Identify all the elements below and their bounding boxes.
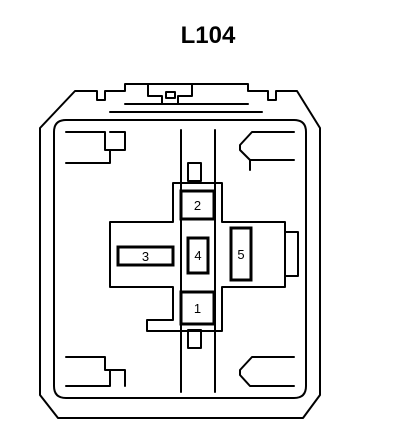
corner-key-bottom-right [239,356,295,387]
connector-title: L104 [180,22,236,49]
pin-cavity-4 [186,236,210,275]
pin-carrier [109,182,286,332]
pin-label-4: 4 [194,248,201,263]
pin-cavity-2 [179,189,216,221]
connector-housing-inner [53,119,307,399]
pin-cavity-1 [179,290,216,326]
corner-key-top-right [239,131,295,161]
side-lock [284,231,299,277]
connector-housing-outer [39,83,321,419]
corner-key-bottom-left [65,356,111,387]
pin-label-2: 2 [194,198,201,213]
pin-cavity-5 [229,226,253,282]
pin-label-3: 3 [142,249,149,264]
corner-key-top-left [65,131,111,164]
pin-label-5: 5 [237,247,244,262]
pin-label-1: 1 [194,301,201,316]
pin-cavity-3 [116,245,175,267]
connector-latch [147,83,193,105]
